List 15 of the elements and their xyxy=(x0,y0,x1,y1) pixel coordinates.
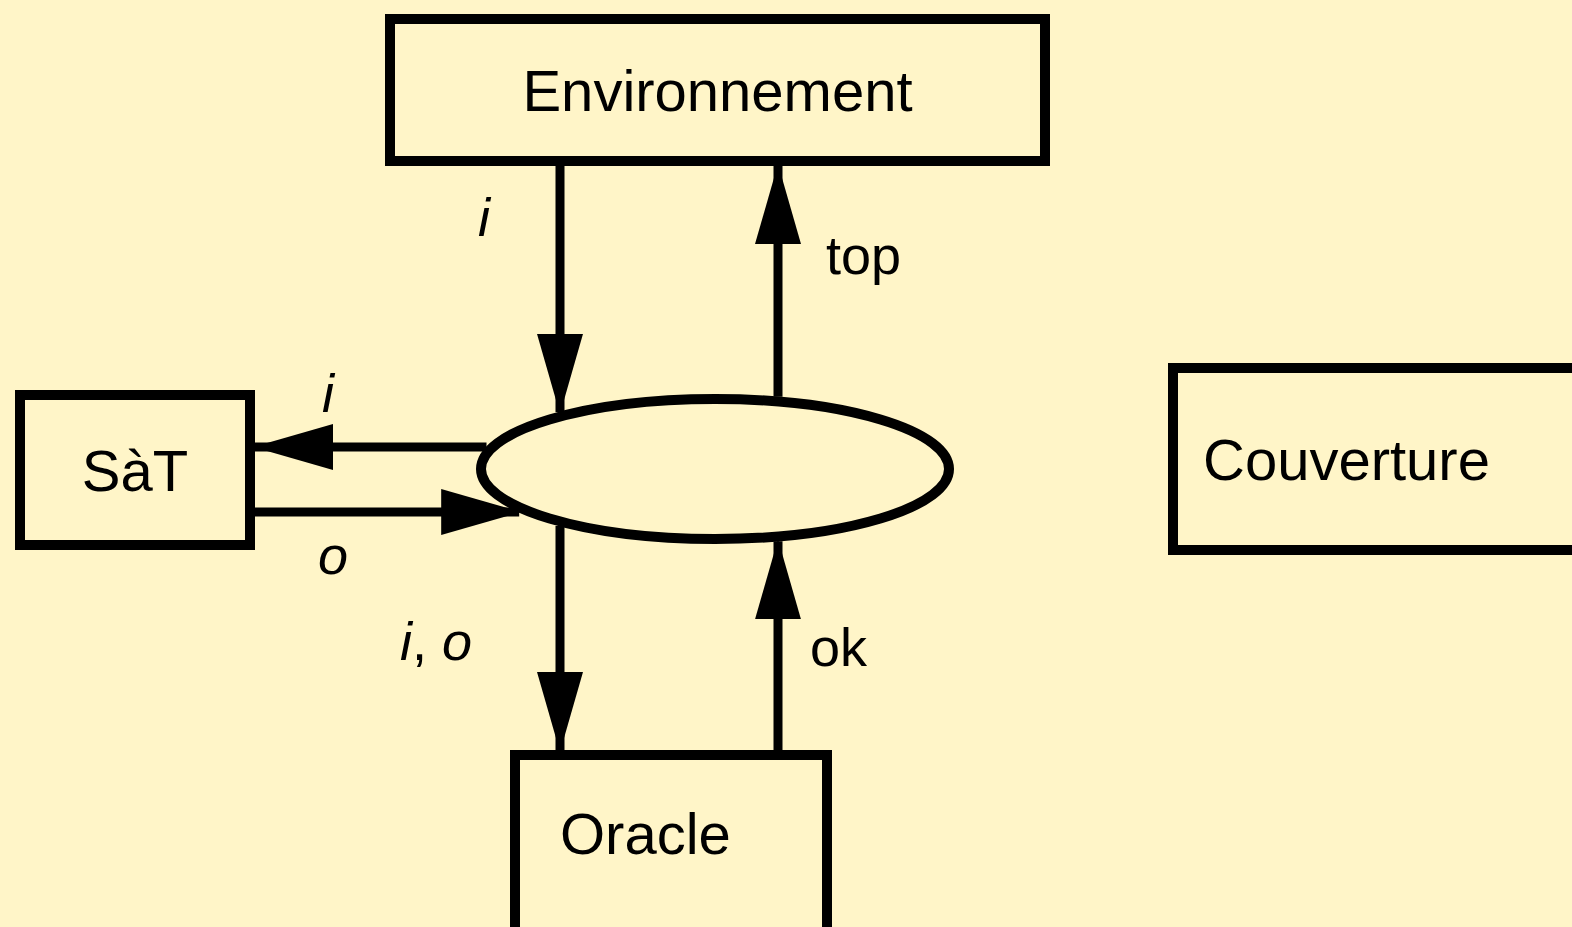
arrow xyxy=(255,489,522,535)
arrow xyxy=(537,166,583,414)
process-box xyxy=(385,14,1050,166)
node-label: Oracle xyxy=(560,800,731,867)
arrow xyxy=(755,539,801,750)
ellipse-node xyxy=(476,394,954,544)
process-box xyxy=(15,390,255,550)
node-label: Environnement xyxy=(522,56,913,124)
process-box xyxy=(510,750,832,927)
node-label: Couverture xyxy=(1203,425,1490,493)
node-label: SàT xyxy=(81,436,189,504)
arrow xyxy=(537,526,583,752)
arrow xyxy=(755,164,801,397)
process-box xyxy=(1168,363,1572,555)
arrow xyxy=(253,424,487,470)
